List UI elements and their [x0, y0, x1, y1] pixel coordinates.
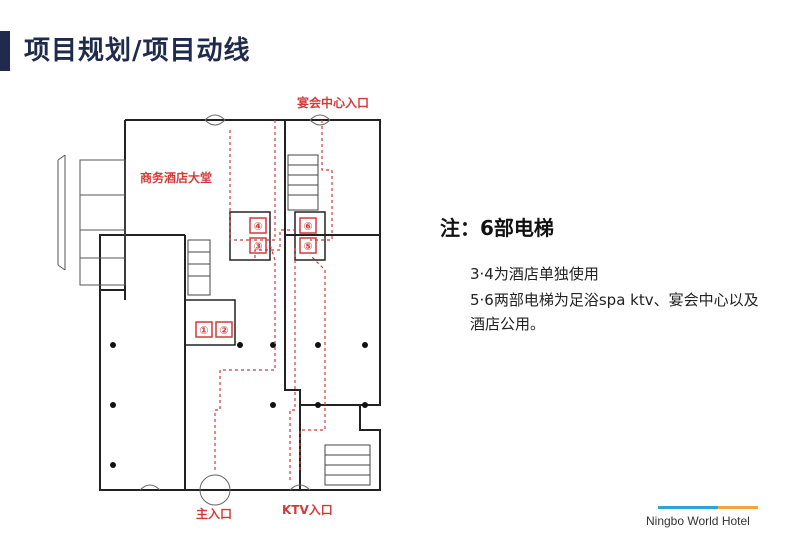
- note-item: 3·4为酒店单独使用: [470, 265, 599, 283]
- banquet-entrance-label: 宴会中心入口: [297, 95, 369, 110]
- footer-accent-rule: [658, 506, 758, 509]
- elevator-5: ⑤: [303, 240, 312, 253]
- page-title: 项目规划/项目动线: [24, 36, 251, 66]
- elevator-6: ⑥: [303, 220, 312, 233]
- elevator-1: ①: [199, 324, 208, 337]
- main-entrance-label: 主入口: [196, 506, 232, 521]
- footer-brand: Ningbo World Hotel: [646, 514, 750, 528]
- structural-columns: [110, 342, 368, 468]
- elevator-3: ③: [253, 240, 262, 253]
- stairs: [187, 154, 371, 486]
- circulation-routes: [214, 120, 333, 480]
- elevator-core: [184, 211, 326, 346]
- ktv-entrance-label: KTV入口: [282, 503, 333, 517]
- elevator-markers: ④ ③ ⑥ ⑤ ① ②: [195, 217, 317, 338]
- business-lobby-label: 商务酒店大堂: [140, 170, 212, 185]
- left-annex: [57, 154, 126, 286]
- doors: [139, 114, 331, 506]
- title-accent-bar: [0, 31, 10, 71]
- elevator-2: ②: [219, 324, 228, 337]
- elevator-4: ④: [253, 220, 262, 233]
- note-item: 5·6两部电梯为足浴spa ktv、宴会中心以及酒店公用。: [470, 291, 759, 333]
- note-title: 注：6部电梯: [440, 216, 554, 240]
